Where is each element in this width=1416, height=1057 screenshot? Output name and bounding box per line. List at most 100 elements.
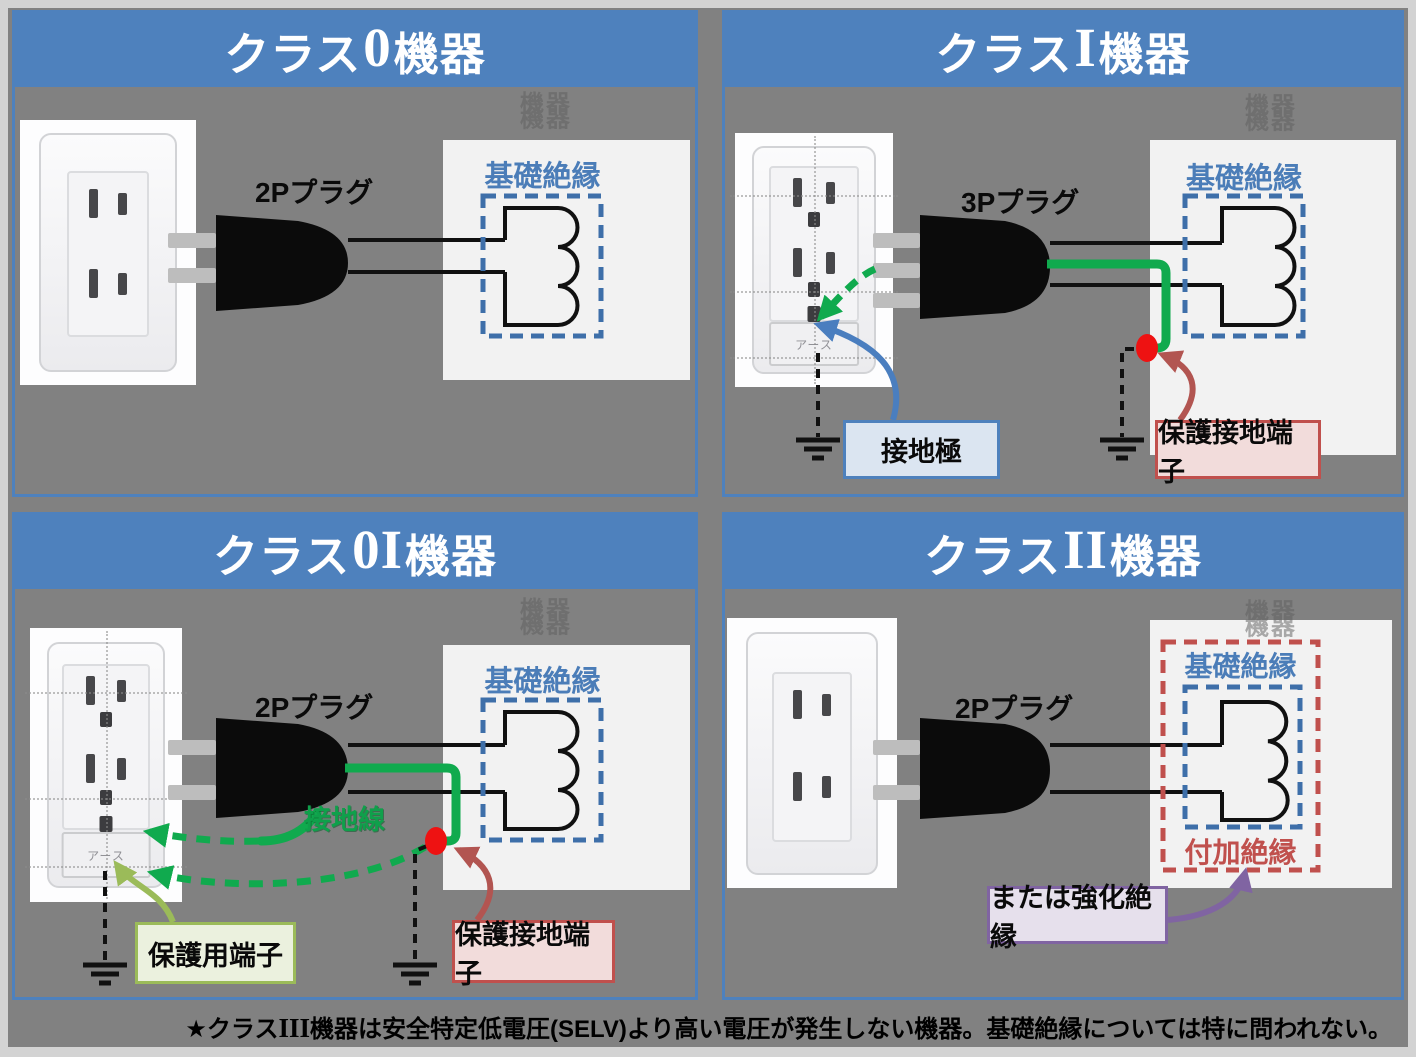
reinforced-insulation-label: または強化絶縁 — [990, 883, 1152, 952]
wall-outlet-photo — [727, 618, 897, 888]
plug-prong — [873, 263, 920, 278]
footnote-roman: III — [278, 1013, 310, 1043]
outlet-slots — [69, 189, 147, 219]
watermark-text: 機器 機器 — [1245, 599, 1297, 640]
panel-class2-content: 機器 機器 2Pプラグ 基礎絶縁 付加絶縁 — [725, 589, 1401, 997]
watermark-line: 機器 — [520, 107, 572, 133]
reinforced-insulation-arrow — [1167, 867, 1253, 923]
supplementary-insulation-dashed-box — [1160, 639, 1321, 873]
coil-symbol — [1220, 700, 1290, 822]
earth-lead-dashed — [1120, 347, 1134, 437]
outlet-slots — [64, 753, 148, 783]
class0I-graphics — [83, 697, 604, 986]
outlet-plate — [745, 631, 879, 875]
class0-graphics — [168, 193, 604, 339]
power-plug — [216, 718, 348, 818]
protective-earth-terminal-label: 保護接地端子 — [1158, 417, 1293, 487]
plug-prong — [873, 740, 920, 755]
power-wires — [1050, 743, 1222, 794]
title-class-number: 0 — [363, 16, 392, 78]
photo-guide-line — [106, 630, 108, 900]
earth-electrode-tag: 接地極 — [843, 420, 1000, 479]
outlet-slots — [774, 689, 850, 719]
ground-symbol — [796, 437, 840, 461]
class2-graphics — [873, 639, 1321, 923]
ground-wire — [345, 763, 461, 846]
outlet-slots — [771, 177, 857, 207]
basic-insulation-label: 基礎絶縁 — [484, 666, 601, 698]
coil-symbol — [503, 206, 580, 327]
watermark-line: 機器 — [1245, 599, 1297, 625]
class1-graphics — [796, 193, 1306, 461]
watermark-line: 機器 — [1245, 109, 1297, 135]
title-class-number: I — [1074, 16, 1097, 78]
title-prefix: クラス — [212, 530, 351, 582]
power-plug — [920, 215, 1050, 319]
power-wires — [348, 743, 505, 794]
basic-insulation-dashed-box — [480, 697, 604, 843]
plug-prong — [168, 785, 216, 800]
protective-earth-terminal-label: 保護接地端子 — [455, 919, 590, 989]
power-plug — [216, 215, 348, 311]
watermark-line: 機器 — [520, 597, 572, 623]
footnote: ★クラスIII機器は安全特定低電圧(SELV)より高い電圧が発生しない機器。基礎… — [8, 1009, 1392, 1044]
plug-label: 3Pプラグ — [961, 187, 1080, 218]
protective-terminal-arrow — [113, 860, 176, 924]
outlet-slots — [771, 247, 857, 277]
plug-prong — [168, 268, 216, 283]
ground-dashed-arrow — [816, 265, 877, 322]
outlet-slots — [69, 269, 147, 299]
watermark-line: 機器 — [520, 613, 572, 639]
ground-symbol — [83, 962, 127, 986]
title-suffix: 機器 — [1109, 530, 1202, 582]
watermark-line: 機器 — [520, 91, 572, 117]
watermark-line: 機器 — [1245, 93, 1297, 119]
protective-earth-dot — [425, 827, 447, 855]
photo-guide-line — [814, 135, 816, 385]
power-wires — [348, 238, 505, 274]
footnote-prefix: ★クラス — [185, 1016, 279, 1043]
title-class-number: II — [1063, 518, 1108, 580]
panel-class1-content: 機器 機器 アース — [725, 87, 1401, 494]
plug-prong — [168, 740, 216, 755]
protective-earth-terminal-tag: 保護接地端子 — [1155, 418, 1321, 487]
earth-electrode-arrow — [813, 319, 900, 421]
outlet-slots — [64, 675, 148, 705]
watermark-text: 機器 機器 — [1245, 93, 1297, 135]
watermark-text: 機器 機器 — [520, 597, 572, 639]
title-suffix: 機器 — [1098, 28, 1191, 80]
title-suffix: 機器 — [405, 530, 498, 582]
plug-label: 2Pプラグ — [955, 693, 1074, 724]
ground-symbol — [393, 962, 437, 986]
basic-insulation-dashed-box — [1182, 193, 1306, 339]
protective-earth-arrow — [1157, 350, 1196, 422]
plug-prong — [873, 293, 920, 308]
protective-terminal-label: 保護用端子 — [148, 940, 283, 971]
outlet-plate — [39, 133, 177, 372]
reinforced-insulation-tag: または強化絶縁 — [987, 883, 1168, 952]
plug-prong — [168, 233, 216, 248]
coil-symbol — [503, 710, 580, 831]
ground-dashed-arrow-lower — [146, 844, 427, 890]
ground-wire — [1047, 259, 1171, 353]
ground-wire-hook — [256, 808, 322, 846]
plug-prong — [873, 785, 920, 800]
ground-dashed-arrow-upper — [142, 822, 259, 848]
bottom-frame — [0, 1047, 1416, 1057]
protective-earth-arrow — [453, 846, 494, 922]
plug-prong — [873, 233, 920, 248]
protective-earth-dot — [1136, 334, 1158, 362]
title-class-number: 0I — [352, 518, 403, 580]
outlet-recess — [772, 671, 852, 842]
plug-label: 2Pプラグ — [255, 692, 374, 723]
ground-symbol — [1100, 437, 1144, 461]
power-plug — [920, 718, 1050, 819]
earth-flap-label: アース — [87, 848, 125, 863]
